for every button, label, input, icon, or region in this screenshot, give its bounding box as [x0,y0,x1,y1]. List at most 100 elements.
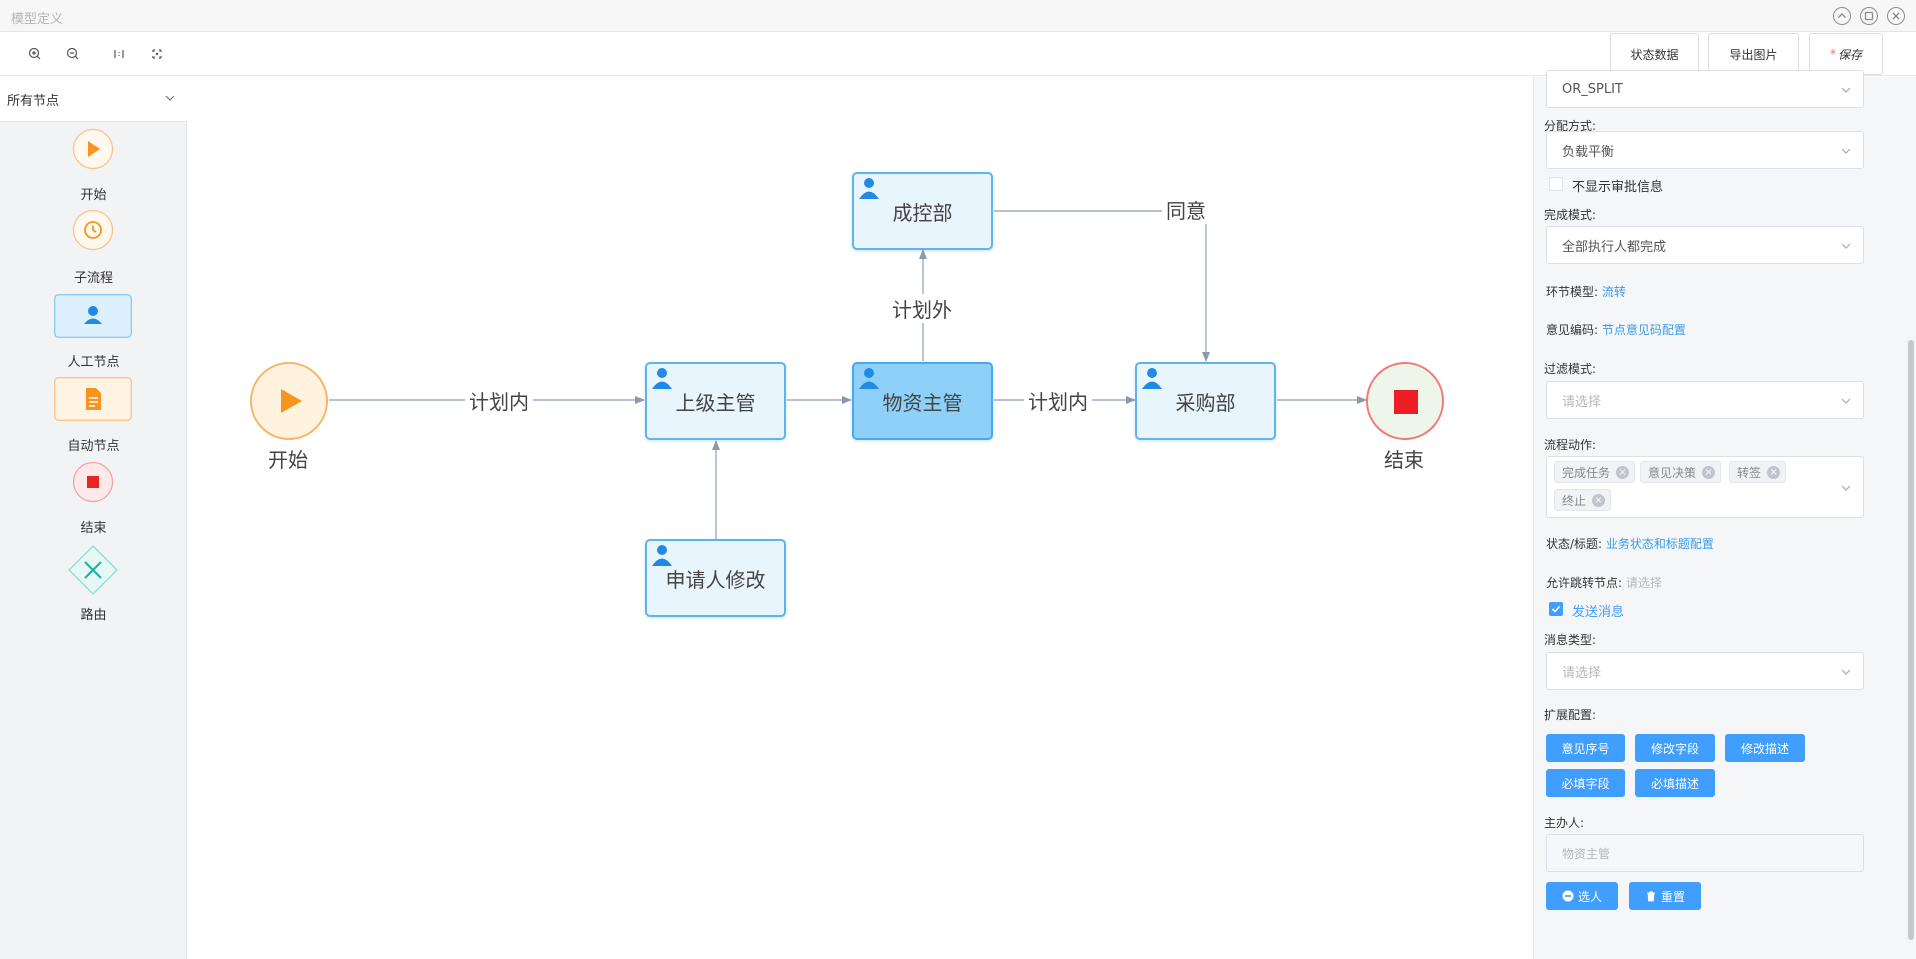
palette-item-manual[interactable] [54,294,132,342]
message-type-label: 消息类型: [1544,633,1597,647]
link-model-link[interactable]: 流转 [1601,285,1626,299]
palette-label-auto: 自动节点 [67,439,120,454]
node-caigou[interactable]: 采购部 [1135,362,1276,440]
node-label: 物资主管 [882,390,963,415]
jump-nodes-placeholder[interactable]: 请选择 [1625,576,1662,590]
clock-icon [72,209,114,255]
jump-nodes-row: 允许跳转节点: 请选择 [1546,574,1662,591]
message-type-select[interactable]: 请选择 [1546,652,1864,690]
opinion-code-link[interactable]: 节点意见码配置 [1601,323,1686,337]
close-icon[interactable]: × [1767,465,1781,479]
filter-mode-placeholder: 请选择 [1562,394,1602,410]
flow-action-tag: 转签× [1729,461,1787,483]
reset-button[interactable]: 重置 [1629,882,1701,910]
assign-mode-select[interactable]: 负载平衡 [1546,131,1864,169]
edge-label-start-to-shangji[interactable]: 计划内 [465,386,533,415]
start-event[interactable] [250,362,328,440]
user-icon [859,177,879,204]
opinion-code-row: 意见编码: 节点意见码配置 [1546,321,1686,338]
toolbar: 状态数据 导出图片 * 保存 [0,33,1916,76]
node-chengkong[interactable]: 成控部 [852,172,993,250]
node-label: 上级主管 [675,390,756,415]
zoom-out-icon[interactable] [64,45,82,63]
state-title-label: 状态/标题: [1546,537,1603,551]
user-icon [652,544,672,571]
node-label: 申请人修改 [665,567,766,592]
filter-mode-label: 过滤模式: [1544,362,1597,376]
extend-config-label: 扩展配置: [1544,708,1597,722]
required-field-button[interactable]: 必填字段 [1546,769,1625,797]
flow-action-tag: 完成任务× [1554,461,1636,483]
palette-item-auto[interactable] [54,377,132,425]
owner-input[interactable]: 物资主管 [1546,834,1864,872]
state-title-link[interactable]: 业务状态和标题配置 [1605,537,1714,551]
modify-desc-button[interactable]: 修改描述 [1725,734,1805,762]
chevron-down-icon [1839,83,1853,101]
palette-item-gateway[interactable] [67,544,119,600]
link-model-row: 环节模型: 流转 [1546,283,1626,300]
palette-item-end[interactable] [72,461,114,507]
split-type-select[interactable]: OR_SPLIT [1546,70,1864,108]
palette-label-gateway: 路由 [80,608,107,623]
close-icon[interactable]: × [1592,493,1606,507]
palette-item-start[interactable] [72,128,114,174]
palette-label-end: 结束 [80,521,107,536]
chevron-down-icon [1839,239,1853,257]
minimize-icon[interactable] [1833,7,1851,25]
save-button[interactable]: * 保存 [1809,33,1883,75]
export-image-label: 导出图片 [1729,47,1778,62]
chevron-down-icon [1839,481,1853,499]
reset-label: 重置 [1660,889,1685,904]
tag-label: 意见决策 [1648,465,1697,480]
state-title-row: 状态/标题: 业务状态和标题配置 [1546,535,1714,552]
send-message-label: 发送消息 [1572,605,1625,620]
filter-mode-select[interactable]: 请选择 [1546,381,1864,419]
user-icon [1142,367,1162,394]
end-event-label: 结束 [1384,448,1424,472]
required-desc-button[interactable]: 必填描述 [1635,769,1715,797]
hide-approval-label: 不显示审批信息 [1572,180,1664,195]
palette-item-subprocess[interactable] [72,209,114,255]
hide-approval-checkbox[interactable] [1549,177,1563,191]
close-icon[interactable] [1887,7,1905,25]
complete-mode-select[interactable]: 全部执行人都完成 [1546,226,1864,264]
save-label: 保存 [1837,47,1862,62]
play-icon [72,128,114,174]
maximize-icon[interactable] [1860,7,1878,25]
properties-scrollbar[interactable] [1908,340,1914,940]
node-shenqingren[interactable]: 申请人修改 [645,539,786,617]
node-shangji[interactable]: 上级主管 [645,362,786,440]
chevron-down-icon [1839,144,1853,162]
node-palette: 所有节点 开始 子流程 人工节点 [0,77,187,959]
flow-actions-label: 流程动作: [1544,438,1597,452]
end-event[interactable] [1366,362,1444,440]
chevron-down-icon [163,91,177,109]
edge-label-chengkong-to-caigou[interactable]: 同意 [1162,195,1210,224]
edge-label-wuzi-to-chengkong[interactable]: 计划外 [888,294,956,323]
close-icon[interactable]: × [1616,465,1630,479]
start-event-label: 开始 [268,448,308,472]
node-wuzi[interactable]: 物资主管 [852,362,993,440]
actual-size-icon[interactable] [110,45,128,63]
modify-field-button[interactable]: 修改字段 [1635,734,1715,762]
user-icon [859,367,879,394]
send-message-checkbox[interactable] [1549,602,1563,616]
palette-label-manual: 人工节点 [67,355,120,370]
node-filter-select[interactable]: 所有节点 [0,77,187,122]
zoom-in-icon[interactable] [26,45,44,63]
minus-circle-icon [1562,890,1574,902]
diagram-canvas[interactable]: 开始 结束 上级主管 物资主管 成控部 采购部 申请人修改 [188,77,1532,959]
tag-label: 终止 [1562,493,1587,508]
complete-mode-value: 全部执行人都完成 [1562,239,1667,255]
owner-label: 主办人: [1544,816,1585,830]
select-person-button[interactable]: 选人 [1546,882,1618,910]
title-bar: 模型定义 [0,0,1916,32]
unsaved-indicator: * [1829,47,1836,61]
fit-view-icon[interactable] [148,45,166,63]
export-image-button[interactable]: 导出图片 [1708,33,1799,75]
state-data-button[interactable]: 状态数据 [1610,33,1699,75]
trash-icon [1646,891,1655,902]
edge-label-wuzi-to-caigou[interactable]: 计划内 [1024,386,1092,415]
close-icon[interactable]: × [1702,465,1716,479]
opinion-seq-button[interactable]: 意见序号 [1546,734,1625,762]
